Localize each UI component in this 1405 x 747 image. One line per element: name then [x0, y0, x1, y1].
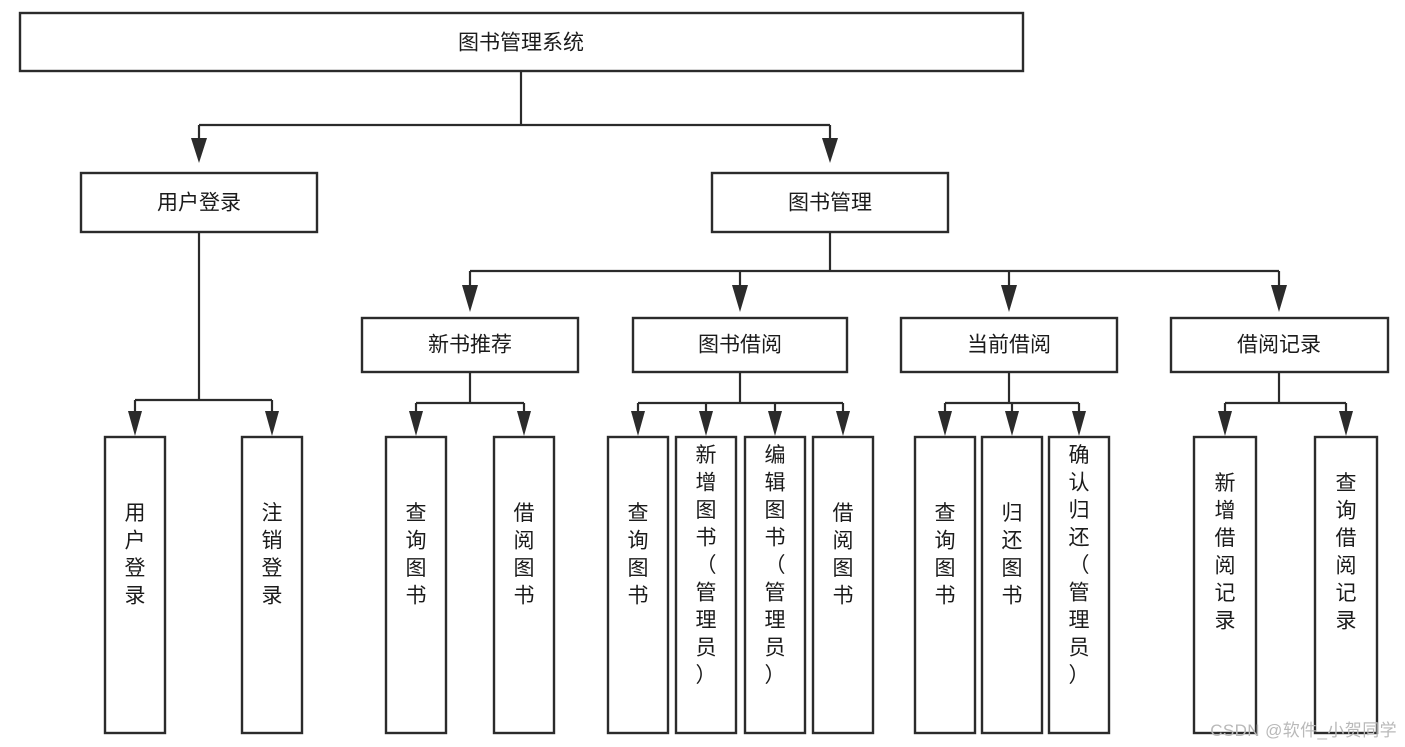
node-leaf-borrow-book-2-box[interactable]	[811, 435, 875, 735]
arrow-head-leaf-logout	[265, 411, 279, 436]
watermark-text: CSDN @软件_小贺同学	[1210, 721, 1397, 740]
node-leaf-user-login-box[interactable]	[103, 435, 167, 735]
node-leaf-edit-book-box[interactable]	[743, 435, 807, 735]
connectors-user-login-leaves	[128, 232, 279, 436]
node-leaf-add-record[interactable]: 新增借阅记录	[1192, 435, 1258, 735]
node-leaf-borrow-book-1-label: 借阅图书	[514, 502, 535, 608]
node-root-box[interactable]	[18, 11, 1025, 73]
node-leaf-user-login-label: 用户登录	[125, 502, 146, 608]
node-leaf-add-book[interactable]: 新增图书（管理员）	[674, 435, 738, 735]
node-current-borrow-label: 当前借阅	[967, 334, 1051, 357]
node-leaf-query-book-2-box[interactable]	[606, 435, 670, 735]
node-borrow-record-box[interactable]	[1169, 316, 1390, 374]
node-user-login-box[interactable]	[79, 171, 319, 234]
node-leaf-query-book-1-box[interactable]	[384, 435, 448, 735]
node-leaf-add-book-label: 新增图书（管理员）	[696, 444, 717, 687]
arrow-head-leaf-user-login	[128, 411, 142, 436]
node-book-manage-label: 图书管理	[788, 192, 872, 215]
node-current-borrow-box[interactable]	[899, 316, 1119, 374]
node-leaf-query-book-3-box[interactable]	[913, 435, 977, 735]
node-book-borrow-label: 图书借阅	[698, 334, 782, 357]
node-leaf-query-book-2-label: 查询图书	[628, 502, 649, 608]
node-leaf-borrow-book-2[interactable]: 借阅图书	[811, 435, 875, 735]
node-leaf-logout-box[interactable]	[240, 435, 304, 735]
node-leaf-return-book-label: 归还图书	[1002, 502, 1023, 608]
node-leaf-query-book-3-label: 查询图书	[935, 502, 956, 608]
node-leaf-query-book-1-label: 查询图书	[406, 502, 427, 608]
node-leaf-confirm-return[interactable]: 确认归还（管理员）	[1047, 435, 1111, 735]
arrow-head-new-book-rec	[462, 285, 478, 312]
node-leaf-borrow-book-2-label: 借阅图书	[833, 502, 854, 608]
arrow-head-book-borrow	[732, 285, 748, 312]
node-leaf-query-record[interactable]: 查询借阅记录	[1313, 435, 1379, 735]
node-new-book-rec-box[interactable]	[360, 316, 580, 374]
node-leaf-return-book[interactable]: 归还图书	[980, 435, 1044, 735]
connectors-borrow-record-leaves	[1218, 372, 1353, 436]
node-leaf-confirm-return-label: 确认归还（管理员）	[1069, 444, 1090, 687]
node-leaf-add-book-box[interactable]	[674, 435, 738, 735]
arrow-head-book-manage	[822, 138, 838, 163]
arrow-head-leaf-query-book-2	[631, 411, 645, 436]
arrow-head-leaf-query-record	[1339, 411, 1353, 436]
node-root[interactable]: 图书管理系统	[18, 11, 1025, 73]
node-leaf-confirm-return-box[interactable]	[1047, 435, 1111, 735]
node-new-book-rec[interactable]: 新书推荐	[360, 316, 580, 374]
connectors-root-level2	[191, 71, 838, 163]
node-leaf-query-record-box[interactable]	[1313, 435, 1379, 735]
arrow-head-borrow-record	[1271, 285, 1287, 312]
arrow-head-current-borrow	[1001, 285, 1017, 312]
arrow-head-leaf-borrow-book-1	[517, 411, 531, 436]
node-leaf-borrow-book-1-box[interactable]	[492, 435, 556, 735]
connectors-book-manage-level3	[462, 232, 1287, 312]
arrow-head-leaf-add-book	[699, 411, 713, 436]
node-leaf-add-record-box[interactable]	[1192, 435, 1258, 735]
node-leaf-add-record-label: 新增借阅记录	[1215, 472, 1236, 633]
node-leaf-borrow-book-1[interactable]: 借阅图书	[492, 435, 556, 735]
node-book-borrow-box[interactable]	[631, 316, 849, 374]
connectors-new-book-rec-leaves	[409, 372, 531, 436]
node-leaf-logout-label: 注销登录	[262, 502, 283, 608]
node-book-manage[interactable]: 图书管理	[710, 171, 950, 234]
arrow-head-leaf-query-book-1	[409, 411, 423, 436]
arrow-head-leaf-edit-book	[768, 411, 782, 436]
node-leaf-edit-book[interactable]: 编辑图书（管理员）	[743, 435, 807, 735]
node-leaf-logout[interactable]: 注销登录	[240, 435, 304, 735]
connectors-current-borrow-leaves	[938, 372, 1086, 436]
node-user-login-label: 用户登录	[157, 192, 241, 215]
arrow-head-user-login	[191, 138, 207, 163]
node-root-label: 图书管理系统	[458, 32, 584, 55]
node-leaf-query-book-3[interactable]: 查询图书	[913, 435, 977, 735]
node-user-login[interactable]: 用户登录	[79, 171, 319, 234]
node-borrow-record[interactable]: 借阅记录	[1169, 316, 1390, 374]
node-leaf-user-login[interactable]: 用户登录	[103, 435, 167, 735]
node-leaf-query-book-2[interactable]: 查询图书	[606, 435, 670, 735]
connectors-book-borrow-leaves	[631, 372, 850, 436]
node-leaf-query-book-1[interactable]: 查询图书	[384, 435, 448, 735]
node-current-borrow[interactable]: 当前借阅	[899, 316, 1119, 374]
arrow-head-leaf-return-book	[1005, 411, 1019, 436]
node-leaf-query-record-label: 查询借阅记录	[1336, 472, 1357, 633]
arrow-head-leaf-borrow-book-2	[836, 411, 850, 436]
arrow-head-leaf-add-record	[1218, 411, 1232, 436]
node-leaf-return-book-box[interactable]	[980, 435, 1044, 735]
arrow-head-leaf-confirm-return	[1072, 411, 1086, 436]
node-book-manage-box[interactable]	[710, 171, 950, 234]
node-new-book-rec-label: 新书推荐	[428, 334, 512, 357]
node-borrow-record-label: 借阅记录	[1237, 334, 1321, 357]
arrow-head-leaf-query-book-3	[938, 411, 952, 436]
node-leaf-edit-book-label: 编辑图书（管理员）	[765, 444, 786, 687]
node-book-borrow[interactable]: 图书借阅	[631, 316, 849, 374]
